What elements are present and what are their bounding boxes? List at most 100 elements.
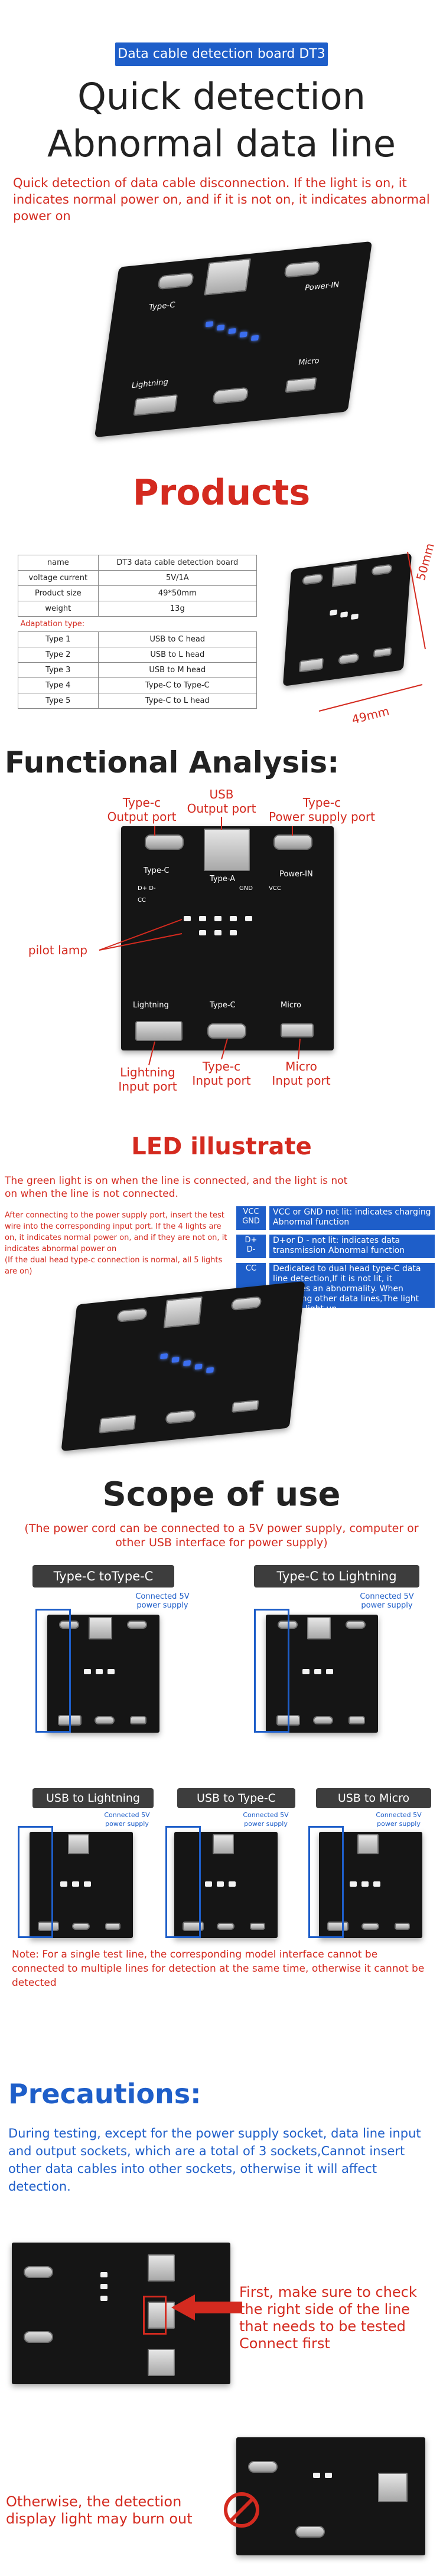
led-section: LED illustrate The green light is on whe… — [0, 1121, 443, 1487]
led — [100, 2284, 108, 2289]
typec-power-callout: Type-c Power supply port — [268, 796, 376, 824]
type-key: Type 2 — [18, 647, 99, 663]
type-c-output-port — [157, 272, 194, 290]
spec-value: 5V/1A — [97, 570, 258, 586]
micro-port — [348, 1716, 365, 1724]
d-label: D+ D- — [138, 885, 156, 892]
micro-port — [105, 1923, 120, 1930]
type-c-port — [361, 1923, 379, 1930]
case-note: Connected 5V power supply — [135, 1592, 190, 1610]
prohibited-icon — [224, 2492, 259, 2528]
hero-board-image: Power-IN Type-C Lightning Micro — [94, 241, 373, 438]
type-c-output-port — [116, 1307, 148, 1323]
led — [72, 1881, 79, 1887]
led — [373, 1881, 380, 1887]
led-5 — [206, 1367, 214, 1373]
dimension-lines — [318, 551, 426, 712]
type-c-port — [95, 1716, 115, 1724]
usb-a-port — [357, 1834, 379, 1854]
micro-port — [285, 377, 317, 393]
adaptation-label: Adaptation type: — [18, 616, 257, 632]
usb-a-port — [378, 2473, 408, 2502]
spec-key: name — [18, 555, 99, 571]
case-board-image — [319, 1832, 422, 1938]
hero-title-line1: Quick detection — [77, 75, 366, 118]
legend-d: D+ D- D+or D - not lit: indicates data t… — [236, 1235, 435, 1258]
power-in-label: Power-IN — [304, 280, 340, 293]
precaution-board-image-2 — [236, 2437, 425, 2555]
led — [60, 1881, 67, 1887]
lightning-port — [99, 1414, 136, 1434]
connection-highlight — [165, 1826, 201, 1938]
type-c-output-port — [145, 834, 184, 850]
lightning-label: Lightning — [131, 378, 169, 391]
led — [302, 1669, 310, 1674]
gnd-label: GND — [239, 885, 253, 892]
case-note: Connected 5V power supply — [104, 1811, 150, 1828]
type-key: Type 3 — [18, 662, 99, 678]
spec-key: weight — [18, 601, 99, 617]
connection-highlight — [35, 1609, 71, 1733]
led-5 — [245, 916, 252, 921]
lightning-port — [38, 1922, 59, 1931]
case-tag-usb-micro: USB to Micro — [316, 1788, 431, 1808]
lightning-label: Lightning — [133, 1001, 169, 1010]
led — [229, 1881, 236, 1887]
led — [314, 1669, 321, 1674]
cc-label: CC — [138, 897, 146, 904]
led-5 — [250, 335, 259, 341]
scope-section: Scope of use (The power cord can be conn… — [0, 1475, 443, 2071]
connection-highlight — [18, 1826, 53, 1938]
lightning-port — [133, 394, 178, 417]
led-2 — [199, 916, 206, 921]
case-board-image — [174, 1832, 278, 1938]
power-in-label: Power-IN — [279, 870, 313, 879]
scope-subtitle: (The power cord can be connected to a 5V… — [24, 1522, 419, 1549]
highlight-box — [143, 2296, 167, 2335]
usb-a-port — [204, 829, 250, 871]
precaution-otherwise: Otherwise, the detection display light m… — [6, 2493, 193, 2527]
case-tag-typec-lightning: Type-C to Lightning — [254, 1565, 419, 1588]
micro-port — [395, 1923, 410, 1930]
led — [217, 1881, 224, 1887]
led-3 — [214, 916, 222, 921]
legend-key: VCC GND — [236, 1206, 266, 1230]
type-key: Type 4 — [18, 677, 99, 693]
legend-vcc: VCC GND VCC or GND not lit: indicates ch… — [236, 1206, 435, 1230]
type-c-port — [248, 2461, 278, 2473]
led-board-image — [61, 1281, 305, 1452]
type-key: Type 1 — [18, 631, 99, 647]
type-c-port — [127, 1621, 147, 1629]
connection-highlight — [308, 1826, 344, 1938]
type-a-label: Type-A — [210, 875, 236, 883]
led-4 — [194, 1363, 203, 1370]
type-c-port — [24, 2266, 53, 2278]
led-paragraph: After connecting to the power supply por… — [5, 1211, 227, 1253]
case-tag-usb-lightning: USB to Lightning — [32, 1788, 154, 1808]
usb-a-port — [148, 2302, 175, 2329]
led-6 — [199, 930, 206, 935]
case-note: Connected 5V power supply — [376, 1811, 422, 1828]
usb-a-port — [89, 1617, 112, 1639]
usb-a-port — [148, 2349, 175, 2376]
pilot-lamp-callout: pilot lamp — [28, 943, 88, 957]
scope-note: Note: For a single test line, the corres… — [12, 1949, 425, 1989]
usb-a-port — [148, 2254, 175, 2282]
type-c-port — [24, 2331, 53, 2343]
type-value: USB to M head — [97, 662, 258, 678]
led — [84, 1881, 91, 1887]
led-8 — [230, 930, 237, 935]
spec-value: DT3 data cable detection board — [97, 555, 258, 571]
led — [100, 2272, 108, 2277]
led-1 — [160, 1353, 168, 1360]
led-1 — [205, 321, 214, 328]
hero-section: Data cable detection board DT3 Quick det… — [0, 0, 443, 460]
connection-highlight — [254, 1609, 289, 1733]
led — [361, 1881, 369, 1887]
spec-value: 13g — [97, 601, 258, 617]
type-c-label: Type-C — [148, 300, 176, 313]
